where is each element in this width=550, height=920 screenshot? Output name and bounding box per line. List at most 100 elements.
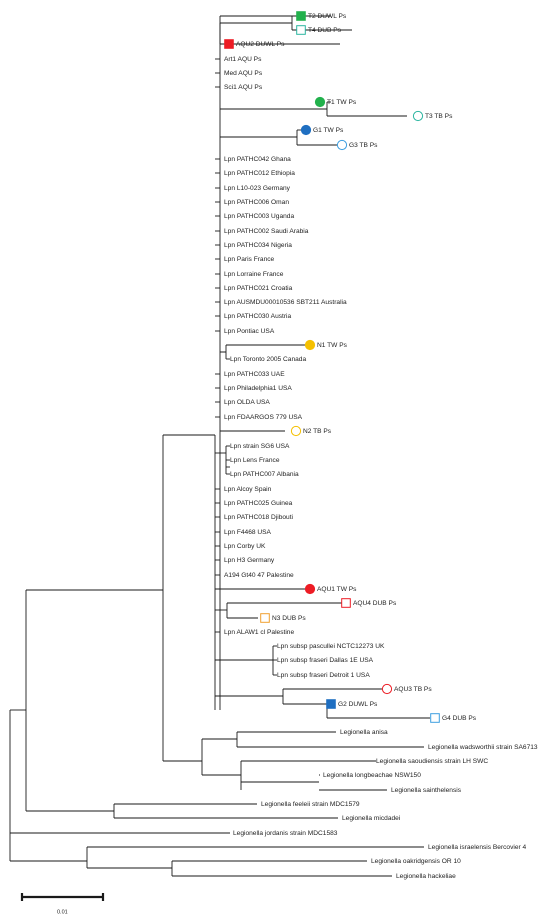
leaf: Legionella sainthelensis [391,787,462,794]
leaf: T1 TW Ps [314,96,357,108]
leaf-label: Legionella longbeachae NSW150 [323,772,421,779]
leaf-label: G3 TB Ps [349,142,378,149]
leaf: Lpn OLDA USA [224,399,270,406]
leaf-label: G4 DUB Ps [442,715,477,722]
leaf: Lpn subsp pascullei NCTC12273 UK [277,643,385,650]
leaf-label: T2 DUWL Ps [308,13,347,20]
leaf: Lpn PATHC030 Austria [224,313,292,320]
leaf-label: Lpn ALAW1 cl Palestine [224,629,294,636]
leaf-label: Lpn Lorraine France [224,271,284,278]
scale-bar-label: 0.01 [57,909,68,915]
leaf: Lpn PATHC007 Albania [230,471,299,478]
leaf-label: Lpn Corby UK [224,543,266,550]
leaf-label: A194 Gt40 47 Palestine [224,572,294,579]
leaf-label: Lpn PATHC042 Ghana [224,156,291,163]
leaf: Lpn PATHC003 Uganda [224,213,294,220]
leaf-label: Lpn H3 Germany [224,557,275,564]
leaf: Lpn PATHC034 Nigeria [224,242,292,249]
leaf: AQU3 TB Ps [381,683,432,695]
leaf-label: Lpn Alcoy Spain [224,486,272,493]
leaf: Lpn PATHC018 Djibouti [224,514,294,521]
leaf-label: Med AQU Ps [224,70,263,77]
leaf-label: Lpn PATHC006 Oman [224,199,289,206]
leaf-label: N3 DUB Ps [272,615,306,622]
leaf: A194 Gt40 47 Palestine [224,572,294,579]
leaf: N2 TB Ps [290,425,332,437]
leaf-label: Lpn strain SG6 USA [230,443,290,450]
leaf-label: AQU4 DUB Ps [353,600,397,607]
open-circle-marker [412,110,424,122]
leaf-label: Lpn subsp fraseri Detroit 1 USA [277,672,370,679]
open-square-marker [260,613,270,623]
leaf-label: Lpn L10-023 Germany [224,185,291,192]
open-circle-marker [290,425,302,437]
leaf: Lpn PATHC006 Oman [224,199,289,206]
leaf: Med AQU Ps [224,70,263,77]
leaf-label: Lpn Paris France [224,256,275,263]
leaf-label: Lpn PATHC007 Albania [230,471,299,478]
leaf: Legionella saoudiensis strain LH SWC [376,758,488,765]
leaf: Lpn PATHC033 UAE [224,371,285,378]
leaf: Lpn Pontiac USA [224,328,275,335]
leaf: T3 TB Ps [412,110,453,122]
leaf: Legionella jordanis strain MDC1583 [233,830,338,837]
leaf: Lpn strain SG6 USA [230,443,290,450]
leaf: G4 DUB Ps [430,713,477,723]
leaf: Legionella wadsworthii strain SA6713 [428,744,538,751]
leaf: AQU4 DUB Ps [341,598,397,608]
leaf: AQU1 TW Ps [304,583,357,595]
leaf-label: Art1 AQU Ps [224,56,262,63]
leaf: Sci1 AQU Ps [224,84,263,91]
open-circle-marker [381,683,393,695]
leaf-label: Legionella micdadei [342,815,401,822]
leaf: G3 TB Ps [336,139,378,151]
leaf-label: Legionella feeleii strain MDC1579 [261,801,360,808]
leaf-label: Lpn PATHC030 Austria [224,313,292,320]
leaf: G1 TW Ps [300,124,344,136]
leaf: Lpn Lorraine France [224,271,284,278]
filled-square-marker [326,699,336,709]
leaf-label: Lpn AUSMDU00010536 SBT211 Australia [224,299,347,306]
leaf: Lpn Corby UK [224,543,266,550]
leaf-label: Lpn Pontiac USA [224,328,275,335]
leaf-label: Lpn F4468 USA [224,529,272,536]
leaf: Lpn Philadelphia1 USA [224,385,292,392]
leaf-label: Legionella israelensis Bercovier 4 [428,844,527,851]
leaf-label: Lpn FDAARGOS 779 USA [224,414,303,421]
leaf-label: Legionella wadsworthii strain SA6713 [428,744,538,751]
leaf-label: Lpn subsp pascullei NCTC12273 UK [277,643,385,650]
leaf-label: Lpn PATHC018 Djibouti [224,514,294,521]
leaf: N1 TW Ps [304,339,348,351]
leaf: T4 DUB Ps [296,25,342,35]
leaf: Lpn Alcoy Spain [224,486,272,493]
leaf: Lpn PATHC042 Ghana [224,156,291,163]
leaf: Art1 AQU Ps [224,56,262,63]
leaf: AQU2 DUWL Ps [224,39,285,49]
leaf-label: Legionella anisa [340,729,388,736]
leaf-label: N1 TW Ps [317,342,348,349]
filled-circle-marker [300,124,312,136]
leaf: G2 DUWL Ps [326,699,378,709]
leaf-label: Lpn PATHC012 Ethiopia [224,170,295,177]
leaf: Lpn FDAARGOS 779 USA [224,414,303,421]
filled-square-marker [224,39,234,49]
leaf-label: T4 DUB Ps [308,27,342,34]
leaf-label: AQU2 DUWL Ps [236,41,285,48]
leaf: Lpn PATHC021 Croatia [224,285,293,292]
leaf: N3 DUB Ps [260,613,306,623]
leaf-label: Legionella saoudiensis strain LH SWC [376,758,488,765]
leaf-label: T3 TB Ps [425,113,453,120]
leaf-label: Legionella oakridgensis OR 10 [371,858,461,865]
open-square-marker [296,25,306,35]
open-circle-marker [336,139,348,151]
leaf: Lpn AUSMDU00010536 SBT211 Australia [224,299,347,306]
leaf-label: Lpn Toronto 2005 Canada [230,356,306,363]
leaf: T2 DUWL Ps [296,11,347,21]
leaf-label: Lpn OLDA USA [224,399,270,406]
leaf: Lpn H3 Germany [224,557,275,564]
leaf-label: Sci1 AQU Ps [224,84,263,91]
open-square-marker [341,598,351,608]
leaf: Lpn subsp fraseri Detroit 1 USA [277,672,370,679]
leaf: Lpn F4468 USA [224,529,272,536]
filled-circle-marker [314,96,326,108]
